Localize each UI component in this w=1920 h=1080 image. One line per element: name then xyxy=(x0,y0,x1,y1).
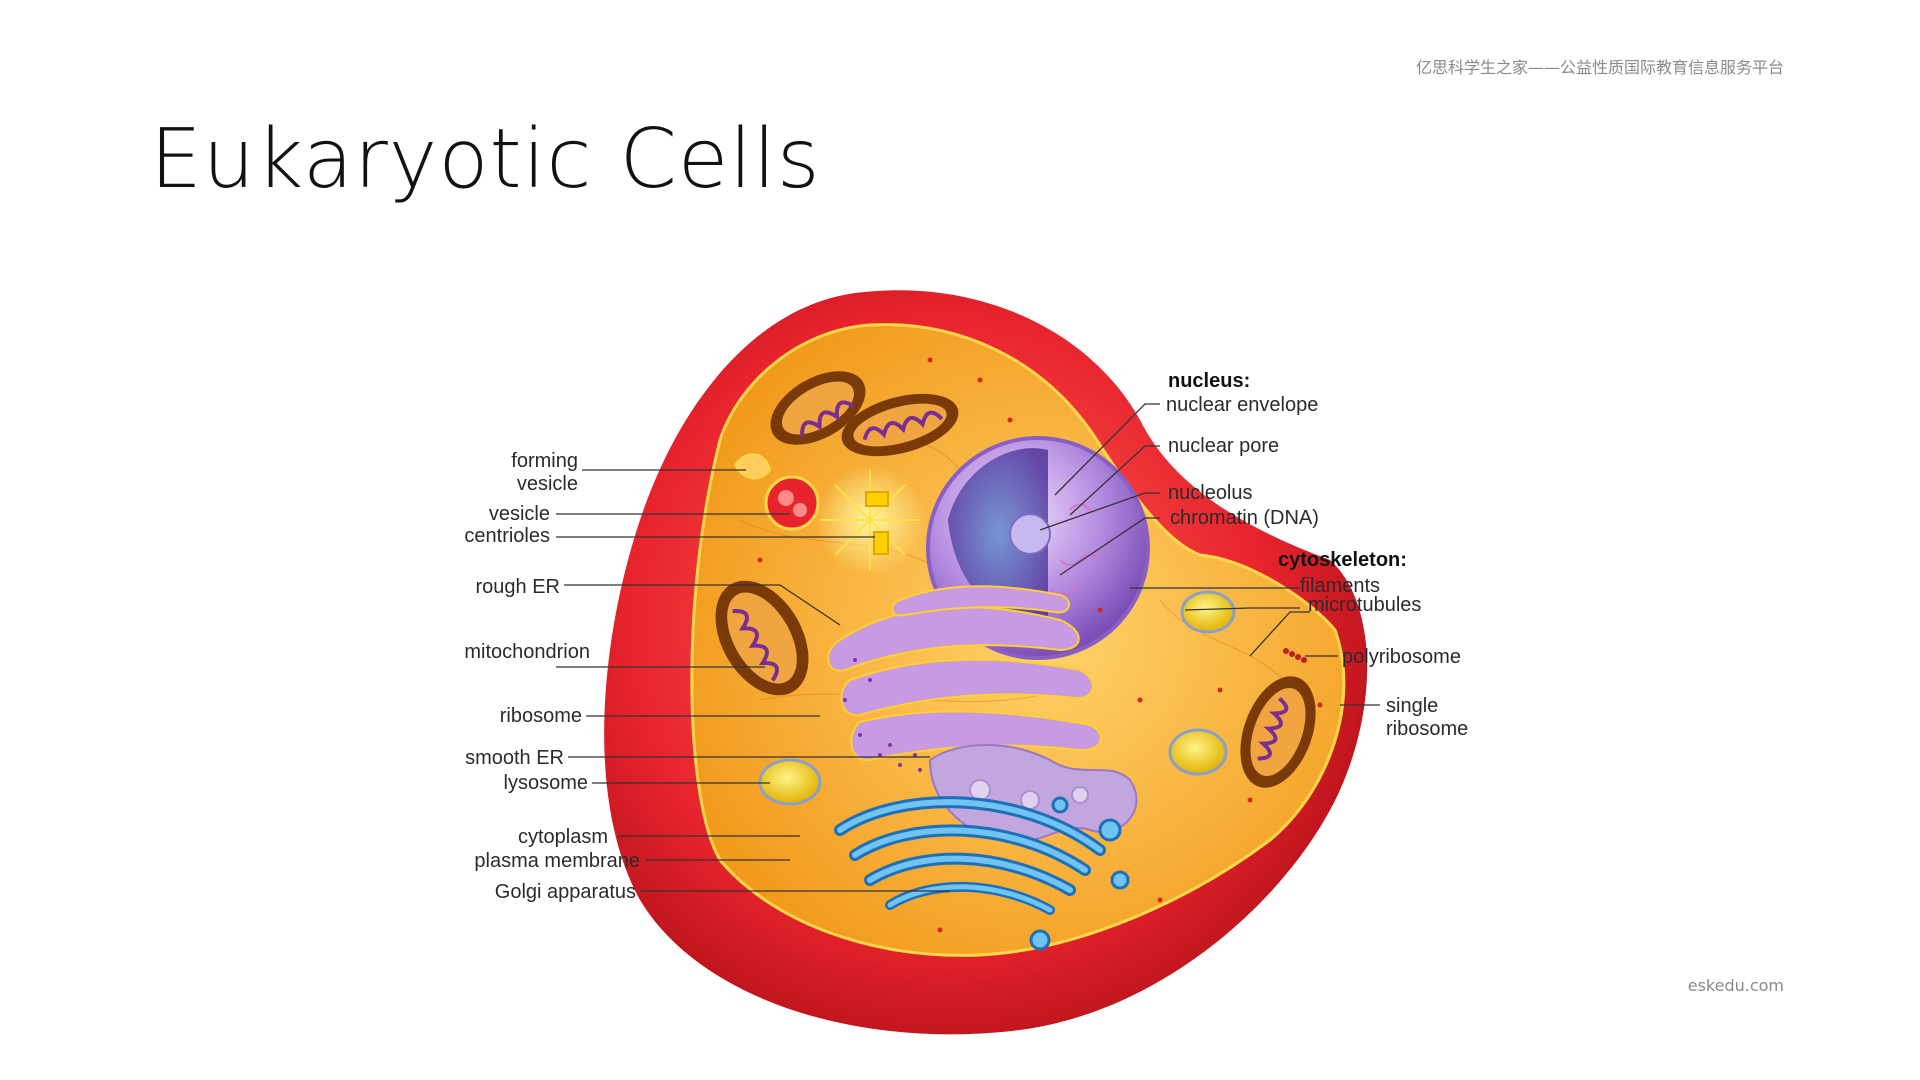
label-filaments: filaments xyxy=(1300,575,1380,597)
page-title: Eukaryotic Cells xyxy=(150,112,821,207)
label-lysosome: lysosome xyxy=(504,772,588,794)
label-mitochondrion: mitochondrion xyxy=(464,641,590,663)
label-vesicle: vesicle xyxy=(489,503,550,525)
label-plasma-membrane: plasma membrane xyxy=(474,850,640,872)
label-single-ribosome-line2: ribosome xyxy=(1386,718,1468,740)
label-smooth-er: smooth ER xyxy=(465,747,564,769)
rough-er-shape xyxy=(827,585,1102,762)
label-single-ribosome-line1: single xyxy=(1386,695,1438,717)
mitochondrion-shapes xyxy=(715,371,1316,788)
label-forming-vesicle-line1: forming xyxy=(511,450,578,472)
label-microtubules: microtubules xyxy=(1308,594,1421,616)
label-polyribosome: polyribosome xyxy=(1342,646,1461,668)
golgi-apparatus-shape xyxy=(834,796,1130,951)
label-forming-vesicle-line2: vesicle xyxy=(517,473,578,495)
leader-lines-left xyxy=(556,469,950,892)
label-centrioles: centrioles xyxy=(464,525,550,547)
lysosome-shapes xyxy=(758,590,1236,806)
label-nuclear-pore: nuclear pore xyxy=(1168,435,1279,457)
centrioles-icon xyxy=(820,470,920,570)
label-chromatin: chromatin (DNA) xyxy=(1170,507,1319,529)
label-nucleus-heading: nucleus: xyxy=(1168,370,1250,392)
header-note: 亿思科学生之家——公益性质国际教育信息服务平台 xyxy=(1415,58,1784,77)
label-cytoplasm: cytoplasm xyxy=(518,826,608,848)
leader-lines-right xyxy=(1039,403,1380,706)
rough-er-ribosomes xyxy=(843,658,922,772)
label-nucleolus: nucleolus xyxy=(1168,482,1253,504)
label-nuclear-envelope: nuclear envelope xyxy=(1166,394,1318,416)
label-rough-er: rough ER xyxy=(476,576,561,598)
footer-note: eskedu.com xyxy=(1687,976,1784,995)
label-ribosome: ribosome xyxy=(500,705,582,727)
label-cytoskeleton-heading: cytoskeleton: xyxy=(1278,549,1407,571)
label-golgi-apparatus: Golgi apparatus xyxy=(495,881,636,903)
vesicle-shapes xyxy=(733,453,820,531)
polyribosome-icon xyxy=(1283,648,1307,663)
single-ribosome-dots xyxy=(757,357,1323,933)
